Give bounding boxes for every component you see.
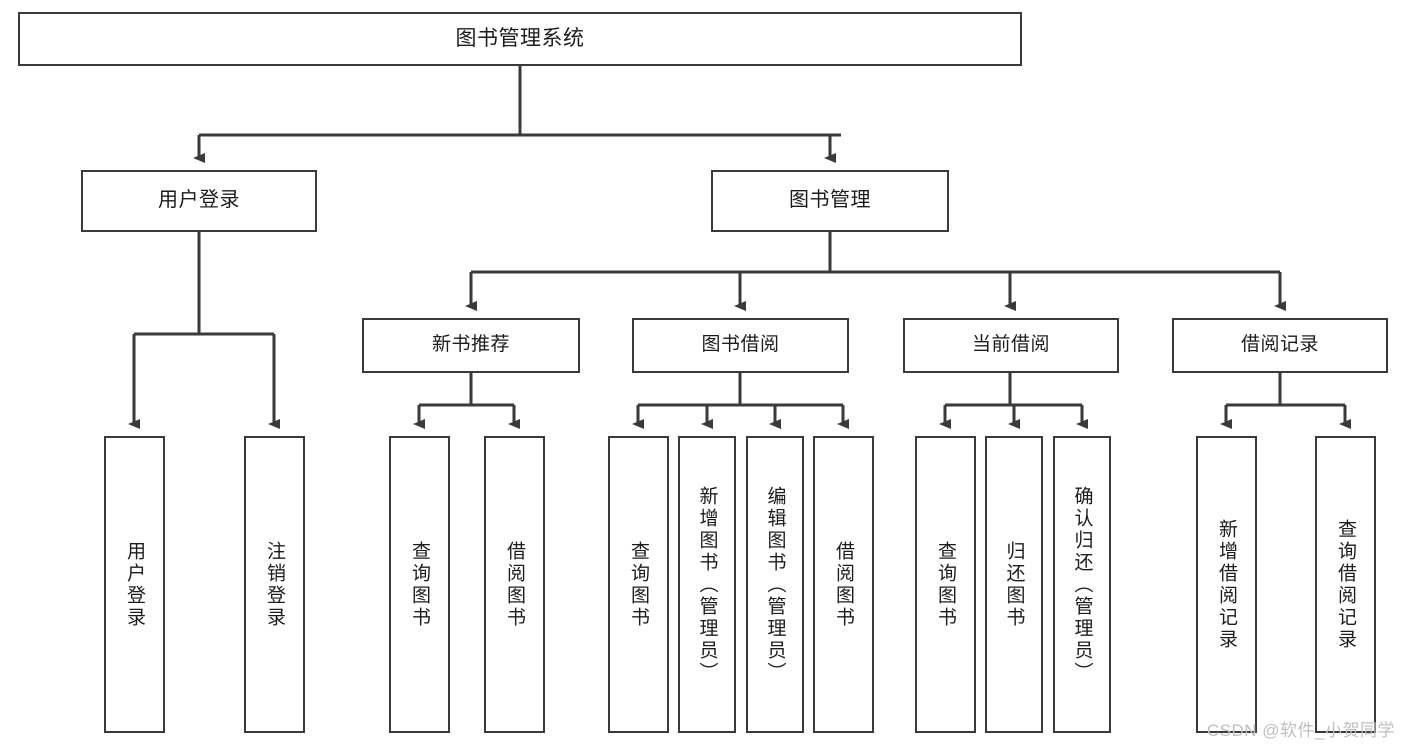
node-add-book-admin-label: 新增图书（管理员）	[696, 485, 718, 684]
node-query-book-current[interactable]: 查询图书	[915, 436, 976, 733]
node-current-borrow-label: 当前借阅	[971, 334, 1050, 356]
node-edit-book-admin-label: 编辑图书（管理员）	[764, 485, 786, 684]
node-add-book-admin[interactable]: 新增图书（管理员）	[678, 436, 736, 733]
node-root[interactable]: 图书管理系统	[18, 12, 1022, 66]
node-current-borrow[interactable]: 当前借阅	[903, 318, 1119, 373]
csdn-watermark: CSDN @软件_小贺同学	[1206, 721, 1395, 740]
node-book-borrow-label: 图书借阅	[701, 334, 780, 356]
node-return-book[interactable]: 归还图书	[985, 436, 1043, 733]
node-borrow-record-label: 借阅记录	[1240, 334, 1319, 356]
node-borrow-book-action[interactable]: 借阅图书	[813, 436, 874, 733]
node-confirm-return-admin-label: 确认归还（管理员）	[1071, 485, 1093, 684]
node-borrow-book-recommend-label: 借阅图书	[504, 540, 525, 629]
node-borrow-book-action-label: 借阅图书	[833, 540, 854, 629]
node-query-book-borrow-label: 查询图书	[628, 540, 649, 629]
node-add-borrow-record-label: 新增借阅记录	[1216, 518, 1237, 651]
node-query-borrow-record[interactable]: 查询借阅记录	[1315, 436, 1376, 733]
node-confirm-return-admin[interactable]: 确认归还（管理员）	[1053, 436, 1111, 733]
node-book-management[interactable]: 图书管理	[711, 170, 949, 232]
node-query-book-recommend-label: 查询图书	[409, 540, 430, 629]
node-user-login-action[interactable]: 用户登录	[104, 436, 165, 733]
node-logout-action[interactable]: 注销登录	[244, 436, 305, 733]
node-add-borrow-record[interactable]: 新增借阅记录	[1196, 436, 1257, 733]
node-root-label: 图书管理系统	[455, 26, 585, 50]
node-query-book-recommend[interactable]: 查询图书	[389, 436, 450, 733]
node-query-borrow-record-label: 查询借阅记录	[1335, 518, 1356, 651]
node-new-book-recommend[interactable]: 新书推荐	[362, 318, 580, 373]
node-book-management-label: 图书管理	[789, 189, 871, 212]
node-borrow-book-recommend[interactable]: 借阅图书	[484, 436, 545, 733]
node-new-book-recommend-label: 新书推荐	[431, 334, 510, 356]
node-book-borrow[interactable]: 图书借阅	[632, 318, 849, 373]
node-query-book-current-label: 查询图书	[935, 540, 956, 629]
node-user-login-label: 用户登录	[158, 189, 240, 212]
node-logout-action-label: 注销登录	[264, 540, 285, 629]
node-edit-book-admin[interactable]: 编辑图书（管理员）	[746, 436, 804, 733]
node-user-login-action-label: 用户登录	[124, 540, 145, 629]
node-borrow-record[interactable]: 借阅记录	[1172, 318, 1388, 373]
node-user-login[interactable]: 用户登录	[81, 170, 317, 232]
node-return-book-label: 归还图书	[1003, 540, 1025, 629]
node-query-book-borrow[interactable]: 查询图书	[608, 436, 669, 733]
